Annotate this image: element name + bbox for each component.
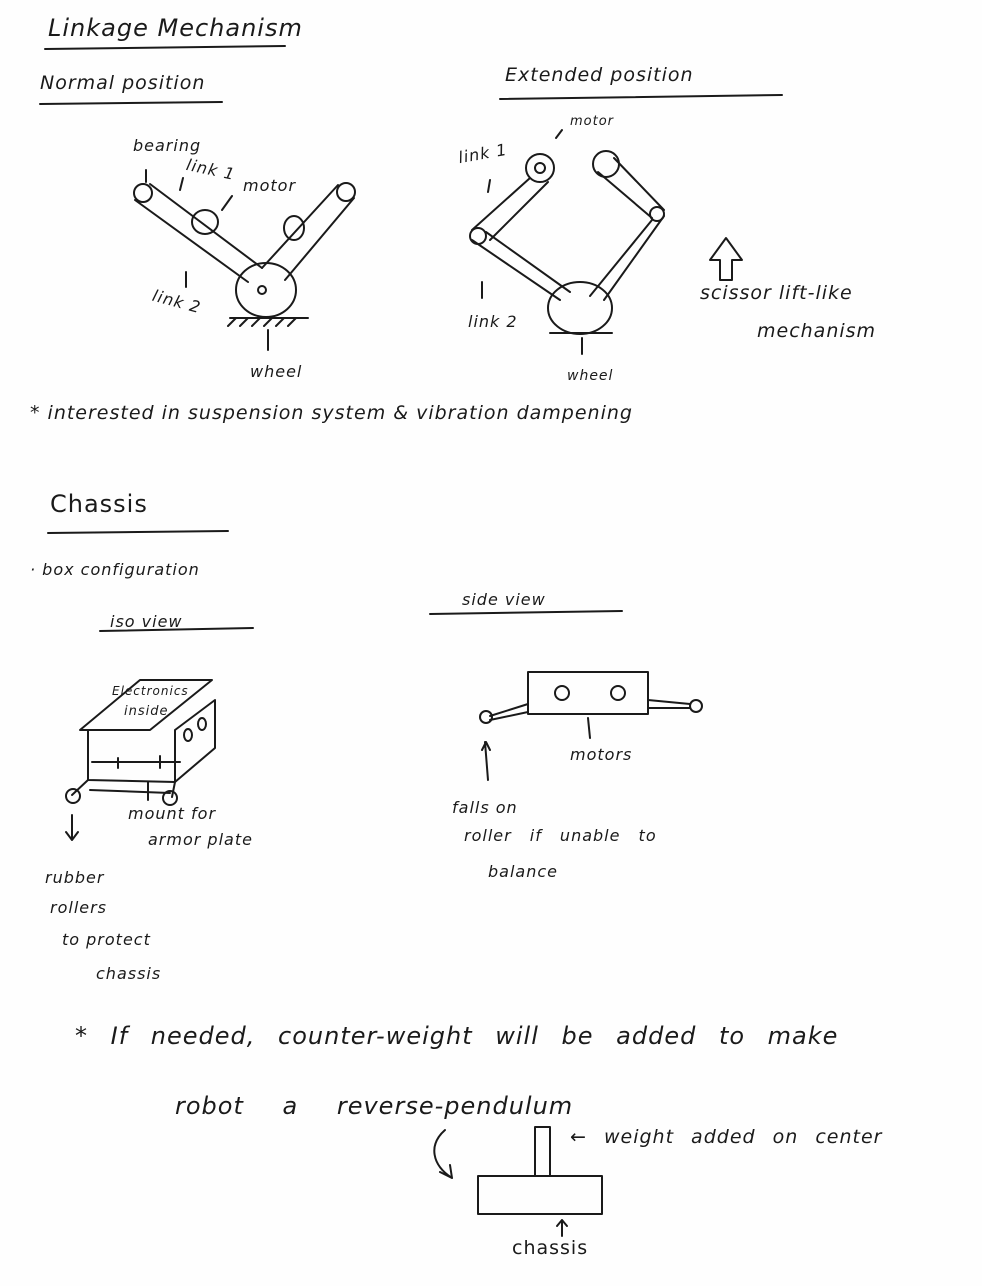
label-falls-2: roller if unable to	[464, 826, 657, 845]
label-wheel: wheel	[250, 362, 303, 381]
label-falls-3: balance	[488, 862, 558, 881]
normal-position-heading: Normal position	[40, 72, 206, 94]
reverse-pendulum-sketch	[433, 1126, 603, 1237]
extended-linkage-sketch	[469, 129, 743, 355]
iso-view-heading: iso view	[110, 612, 183, 631]
scissor-label-line2: mechanism	[757, 320, 877, 342]
label-motor: motor	[243, 176, 297, 195]
label-inside: inside	[124, 704, 169, 719]
counterweight-note-line1: * If needed, counter-weight will be adde…	[75, 1022, 839, 1050]
side-chassis-sketch	[479, 671, 703, 781]
suspension-note: * interested in suspension system & vibr…	[30, 402, 633, 424]
counterweight-note-line2: robot a reverse-pendulum	[175, 1092, 574, 1120]
label-rubber-3: to protect	[62, 930, 151, 949]
chassis-title: Chassis	[50, 490, 148, 518]
label-ext-wheel: wheel	[567, 368, 614, 384]
label-rubber-2: rollers	[50, 898, 108, 917]
label-electronics: Electronics	[112, 684, 189, 698]
normal-linkage-sketch	[133, 169, 356, 351]
label-ext-motor: motor	[570, 114, 615, 129]
label-mount-line1: mount for	[128, 804, 217, 823]
extended-position-heading: Extended position	[505, 64, 694, 86]
label-rubber-4: chassis	[96, 964, 162, 983]
underlines	[39, 45, 783, 632]
chassis-label: chassis	[512, 1237, 589, 1259]
label-motors: motors	[570, 745, 633, 764]
label-ext-link2: link 2	[468, 312, 518, 331]
label-rubber-1: rubber	[45, 868, 105, 887]
box-config-bullet: · box configuration	[30, 560, 200, 579]
weight-label: ← weight added on center	[570, 1126, 883, 1148]
label-bearing: bearing	[133, 136, 202, 155]
label-mount-line2: armor plate	[148, 830, 253, 849]
side-view-heading: side view	[462, 590, 546, 609]
scissor-label-line1: scissor lift-like	[700, 282, 853, 304]
linkage-title: Linkage Mechanism	[48, 14, 303, 42]
label-falls-1: falls on	[452, 798, 518, 817]
iso-chassis-sketch	[65, 679, 216, 841]
